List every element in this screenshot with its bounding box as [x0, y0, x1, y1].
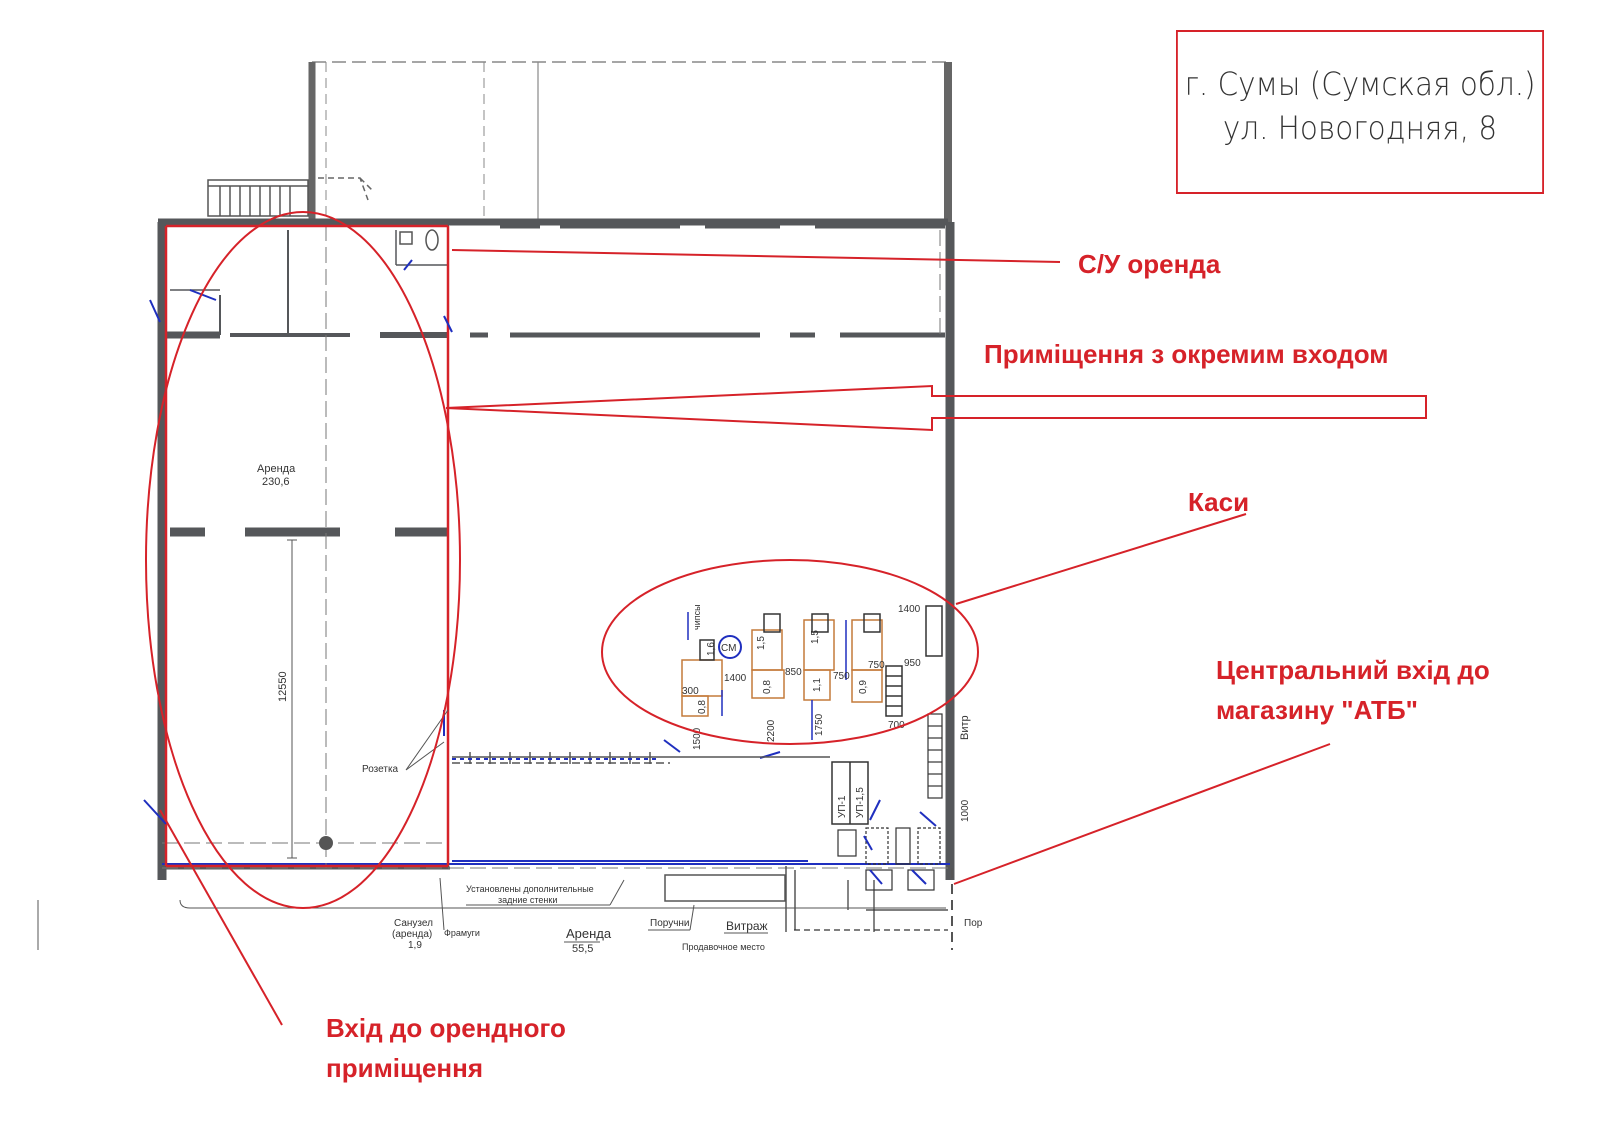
address-line-1: г. Сумы (Сумская обл.)	[1184, 65, 1536, 103]
val-0-8b: 0,8	[762, 680, 773, 694]
stairs-top-left	[207, 179, 309, 217]
rent-name-label: Аренда	[257, 463, 296, 475]
dim-850: 850	[785, 667, 802, 678]
wc-fixtures	[399, 229, 439, 251]
callout-su-rent: С/У оренда	[1078, 249, 1221, 279]
callout-central-entrance: Центральний вхід до магазину "АТБ"	[1216, 650, 1490, 730]
dim-700: 700	[888, 720, 905, 731]
up-modules	[831, 761, 869, 825]
bottom-annotations	[37, 877, 946, 950]
extra-walls-label-1: Установлены дополнительные	[466, 884, 594, 894]
handrails-label: Поручни	[650, 918, 690, 929]
main-building-walls	[157, 218, 955, 880]
dim-300: 300	[682, 686, 699, 697]
separate-entrance-arrow	[445, 384, 1427, 432]
checkout-blue-arrows	[687, 612, 847, 740]
rental-area-red-outline	[164, 224, 450, 868]
su-rent-leader	[451, 249, 1061, 263]
central-entrance-leader	[953, 743, 1331, 885]
upper-building-outline	[308, 61, 952, 222]
dim-1500: 1500	[692, 727, 703, 750]
dim-750a: 750	[833, 671, 850, 682]
dim-950: 950	[904, 658, 921, 669]
rent-area-label: 230,6	[262, 476, 290, 488]
val-1-6: 1,6	[706, 642, 717, 656]
rental-space-walls	[162, 225, 945, 868]
dim-750b: 750	[868, 660, 885, 671]
rent2-name-label: Аренда	[566, 926, 612, 941]
checkout-equipment	[699, 605, 943, 717]
rent-entrance-leader	[159, 809, 283, 1026]
callout-separate-entrance: Приміщення з окремим входом	[984, 339, 1389, 369]
showcase-label: Витраж	[726, 919, 768, 933]
up1-label: УП-1	[837, 795, 848, 818]
wc-label-3: 1,9	[408, 940, 422, 951]
dim-1400a: 1400	[724, 673, 747, 684]
val-0-9: 0,9	[858, 680, 869, 694]
address-box: г. Сумы (Сумская обл.) ул. Новогодняя, 8	[1176, 30, 1544, 194]
val-1-5b: 1,5	[810, 630, 821, 644]
chips-label: чипсы	[692, 604, 702, 630]
val-1-5a: 1,5	[756, 636, 767, 650]
callout-cashiers: Каси	[1188, 487, 1250, 517]
callout-central-entrance-line-1: Центральний вхід до	[1216, 655, 1490, 685]
frames-label: Фрамуги	[444, 928, 480, 938]
callout-rent-entrance-line-2: приміщення	[326, 1053, 484, 1083]
val-1-1: 1,1	[812, 678, 823, 692]
callout-overlays	[145, 211, 1427, 1026]
sockets-label: Розетка	[362, 764, 399, 775]
sm-equipment-marker	[718, 635, 742, 659]
entrance-blue-arrows	[863, 799, 937, 885]
dim-1400b: 1400	[898, 604, 921, 615]
sm-label: СМ	[721, 643, 736, 654]
checkout-dimensions: 1400 850 750 750 950 1400 700 300 2200 1…	[682, 604, 921, 750]
sockets-leader	[405, 709, 449, 771]
checkout-counters	[681, 619, 883, 717]
callout-rent-entrance: Вхід до орендного приміщення	[326, 1008, 566, 1088]
cashiers-leader	[955, 513, 1247, 605]
showcase2-label: Витр	[959, 715, 971, 740]
door-swings	[143, 259, 781, 825]
wc-label-1: Санузел	[394, 918, 433, 929]
blue-walls	[452, 758, 808, 862]
grid-axes	[162, 225, 948, 869]
door-swing-top	[318, 177, 373, 201]
rent2-area-label: 55,5	[572, 943, 593, 955]
column-marker	[319, 836, 333, 850]
callout-rent-entrance-line-1: Вхід до орендного	[326, 1013, 566, 1043]
address-line-2: ул. Новогодняя, 8	[1222, 109, 1498, 147]
up15-label: УП-1,5	[855, 787, 866, 818]
entrance-turnstiles	[794, 713, 948, 932]
callout-central-entrance-line-2: магазину "АТБ"	[1216, 695, 1418, 725]
extra-walls-label-2: задние стенки	[498, 895, 557, 905]
sale-place-label: Продавочное место	[682, 942, 765, 952]
wc-label-2: (аренда)	[392, 929, 432, 940]
checkout-area-ellipse	[601, 559, 979, 745]
rental-area-ellipse	[145, 211, 461, 909]
dim-12550-label: 12550	[277, 671, 289, 702]
dim-1000: 1000	[960, 799, 971, 822]
dim-1750: 1750	[814, 713, 825, 736]
val-0-8a: 0,8	[697, 700, 708, 714]
dim-2200: 2200	[766, 719, 777, 742]
dimension-12550	[287, 539, 297, 859]
porch-label: Пор	[964, 918, 983, 929]
